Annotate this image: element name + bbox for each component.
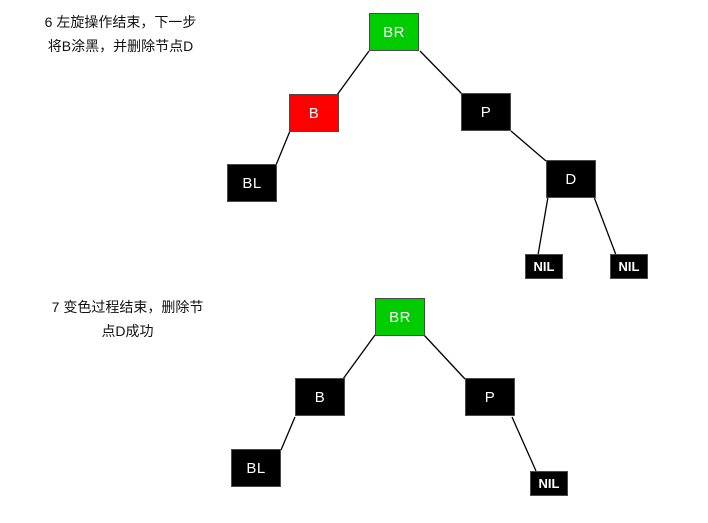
edge-tree7-br-p [423, 334, 466, 380]
tree7-node-br: BR [375, 298, 425, 336]
figure7-caption: 7 变色过程结束，删除节 点D成功 [25, 295, 230, 343]
tree6-node-br: BR [369, 13, 419, 51]
tree7-nil: NIL [530, 471, 568, 496]
tree7-node-b: B [295, 378, 345, 416]
figure7-caption-line2: 点D成功 [101, 323, 154, 339]
edge-tree7-p-nil [511, 416, 537, 472]
edge-tree6-br-b [336, 50, 370, 96]
figure7-caption-line1: 7 变色过程结束，删除节 [51, 299, 204, 315]
edge-tree6-d-nilr [593, 196, 617, 256]
edge-tree6-d-nill [537, 196, 549, 256]
edge-tree7-br-b [342, 334, 376, 380]
tree6-node-bl: BL [227, 164, 277, 202]
edge-tree6-p-d [510, 130, 547, 162]
edge-tree6-br-p [419, 50, 463, 95]
figure6-caption: 6 左旋操作结束，下一步 将B涂黑，并删除节点D [18, 10, 223, 58]
tree6-nil-right: NIL [610, 254, 648, 279]
tree6-nil-left: NIL [525, 254, 563, 279]
tree7-node-p: P [465, 378, 515, 416]
tree6-node-p: P [461, 93, 511, 131]
edge-tree7-b-bl [280, 416, 296, 451]
figure6-caption-line2: 将B涂黑，并删除节点D [47, 38, 194, 54]
edge-tree6-b-bl [275, 130, 291, 166]
tree6-node-d: D [546, 160, 596, 198]
tree6-node-b: B [289, 94, 339, 132]
tree7-node-bl: BL [231, 449, 281, 487]
figure6-caption-line1: 6 左旋操作结束，下一步 [44, 14, 197, 30]
